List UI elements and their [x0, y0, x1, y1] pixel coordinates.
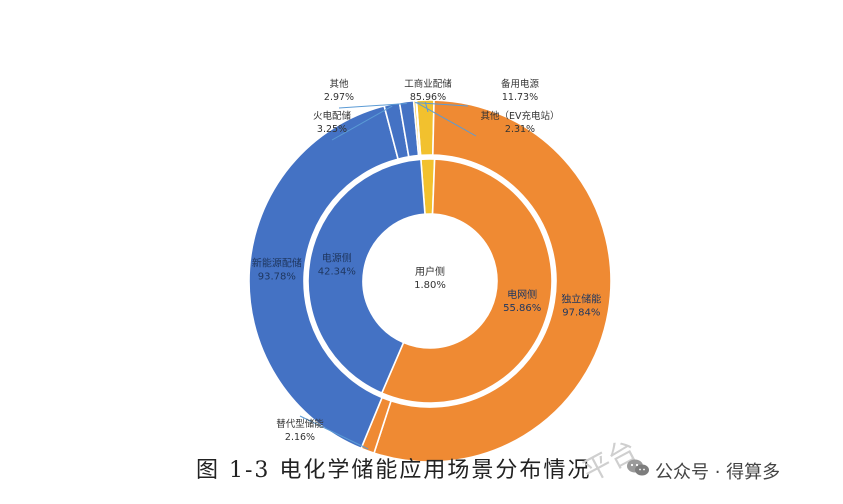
data-labels: 用户侧 1.80% 电网侧 55.86% 电源侧 42.34% 独立储能 97.84% 新能源配…: [252, 78, 601, 443]
outer-slice-3: [248, 104, 400, 450]
inner-label-2-name: 电源侧: [322, 251, 352, 264]
outer-ext-label-6-name: 备用电源: [501, 78, 540, 90]
outer-label-3-name: 新能源配储: [252, 257, 302, 270]
outer-ext-label-7-name: 其他（EV充电站）: [480, 110, 559, 122]
outer-ext-label-4-name: 火电配储: [313, 110, 352, 122]
outer-ext-label-0-value: 85.96%: [410, 92, 446, 103]
outer-ext-label-5-value: 2.97%: [324, 92, 354, 103]
outer-ext-label-2-value: 2.16%: [285, 432, 315, 443]
inner-slice-2: [307, 158, 426, 395]
outer-label-3-value: 93.78%: [258, 272, 296, 283]
figure-caption: 图 1-3 电化学储能应用场景分布情况: [196, 458, 592, 483]
outer-ext-label-2-name: 替代型储能: [276, 418, 324, 430]
leader-line-7: [416, 102, 477, 137]
outer-slice-7: [415, 99, 422, 157]
leader-line-2: [299, 415, 369, 450]
outer-label-1-value: 97.84%: [562, 308, 600, 319]
inner-label-1-name: 电网侧: [507, 288, 537, 301]
inner-label-2-value: 42.34%: [318, 266, 356, 277]
leader-lines: [299, 101, 477, 450]
inner-label-1-value: 55.86%: [503, 303, 541, 314]
wechat-icon: [627, 459, 649, 476]
inner-ring: [307, 158, 553, 404]
outer-ext-label-6-value: 11.73%: [502, 92, 538, 103]
inner-slice-1: [380, 158, 553, 404]
leader-line-4: [331, 105, 393, 141]
center-label-name: 用户侧: [415, 265, 445, 278]
outer-ext-label-5-name: 其他: [329, 78, 349, 90]
outer-ext-label-4-value: 3.25%: [317, 124, 347, 135]
center-label-value: 1.80%: [414, 280, 446, 291]
outer-label-1-name: 独立储能: [561, 293, 601, 306]
outer-ext-label-7-value: 2.31%: [505, 124, 535, 135]
leader-line-6: [414, 102, 469, 107]
leader-line-5: [338, 103, 407, 109]
outer-ext-label-0-name: 工商业配储: [404, 78, 452, 90]
outer-ring: [248, 99, 612, 463]
outer-slice-1: [372, 99, 612, 463]
watermark-text: 公众号 · 得算多: [655, 462, 781, 483]
